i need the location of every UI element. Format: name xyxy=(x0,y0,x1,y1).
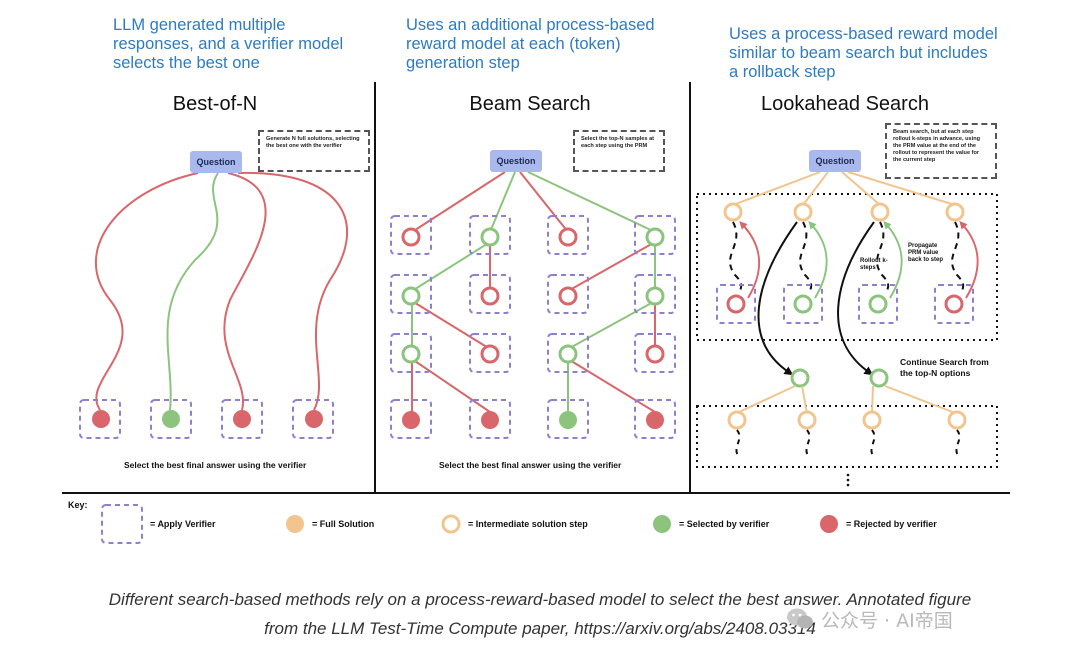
path-rejected xyxy=(95,172,199,411)
lookahead-search-description: Uses a process-based reward model simila… xyxy=(729,25,998,81)
lookahead-side-note: Beam search, but at each step rollout k-… xyxy=(885,123,997,179)
watermark-text: 公众号 · AI帝国 xyxy=(821,610,953,632)
beam-search-verifier-boxes xyxy=(390,215,676,439)
selected-rollout-end xyxy=(793,294,813,314)
key-label-selected: = Selected by verifier xyxy=(679,519,770,529)
continue-search-label: Continue Search from the top-N options xyxy=(900,357,989,378)
continue-region xyxy=(696,405,998,468)
question-node: Question xyxy=(490,150,542,172)
rejected-rollout-end xyxy=(944,294,964,314)
question-node: Question xyxy=(809,150,861,172)
rejected-step xyxy=(558,227,578,247)
rejected-final-answer xyxy=(92,410,110,428)
rejected-final-answer xyxy=(646,411,664,429)
rejected-final-answer xyxy=(402,411,420,429)
verifier-box xyxy=(150,399,192,439)
key-label-text: Intermediate solution step xyxy=(475,519,588,529)
selected-step xyxy=(645,227,665,247)
selected-step xyxy=(645,286,665,306)
best-of-n-description: LLM generated multiple responses, and a … xyxy=(113,16,344,72)
verifier-box xyxy=(292,399,334,439)
rollout-label: Rollout k-steps xyxy=(860,258,888,271)
intermediate-step xyxy=(727,410,747,430)
best-of-n-footer: Select the best final answer using the v… xyxy=(124,460,307,470)
path-rejected xyxy=(237,171,348,411)
path-selected xyxy=(166,172,219,411)
best-of-n-paths xyxy=(95,171,348,411)
key-label-rejected: = Rejected by verifier xyxy=(846,519,937,529)
key-label-text: Apply Verifier xyxy=(157,519,216,529)
selected-step xyxy=(401,344,421,364)
key-label-apply-verifier: = Apply Verifier xyxy=(150,519,216,529)
beam-search-footer: Select the best final answer using the v… xyxy=(439,460,622,470)
intermediate-step xyxy=(945,202,965,222)
key-rejected-swatch xyxy=(820,515,838,533)
key-intermediate-swatch xyxy=(441,514,461,534)
key-label-text: Selected by verifier xyxy=(686,519,770,529)
key-selected-swatch xyxy=(653,515,671,533)
intermediate-step xyxy=(797,410,817,430)
rejected-step xyxy=(645,344,665,364)
wechat-icon xyxy=(787,608,813,629)
verifier-box xyxy=(221,399,263,439)
figure-caption-line-1: Different search-based methods rely on a… xyxy=(108,590,972,609)
beam-search-title: Beam Search xyxy=(469,93,591,115)
beam-search-edges xyxy=(411,171,656,413)
rejected-final-answer xyxy=(233,410,251,428)
selected-rollout-end xyxy=(868,294,888,314)
rejected-final-answer xyxy=(481,411,499,429)
selected-step xyxy=(401,286,421,306)
selected-step xyxy=(869,368,889,388)
selected-step xyxy=(790,368,810,388)
intermediate-step xyxy=(947,410,967,430)
key-label-intermediate: = Intermediate solution step xyxy=(468,519,588,529)
beam-search-step-nodes xyxy=(401,227,665,364)
beam-search-side-note: Select the top-N samples at each step us… xyxy=(573,130,665,172)
key-label-full-solution: = Full Solution xyxy=(312,519,375,529)
rejected-rollout-end xyxy=(726,294,746,314)
figure-caption-line-2: from the LLM Test-Time Compute paper, ht… xyxy=(264,619,816,638)
beam-search-description: Uses an additional process-based reward … xyxy=(406,16,655,72)
key-full-solution-swatch xyxy=(286,515,304,533)
rejected-step xyxy=(480,344,500,364)
verifier-box xyxy=(79,399,121,439)
key-label-text: Full Solution xyxy=(319,519,375,529)
rejected-final-answer xyxy=(305,410,323,428)
best-of-n-side-note: Generate N full solutions, selecting the… xyxy=(258,130,370,172)
best-of-n-title: Best-of-N xyxy=(172,93,258,115)
intermediate-step xyxy=(870,202,890,222)
selected-final-answer xyxy=(162,410,180,428)
propagate-label: Propagate PRM value back to step xyxy=(908,243,944,263)
rejected-step xyxy=(480,286,500,306)
question-node: Question xyxy=(190,151,242,173)
key-label-text: Rejected by verifier xyxy=(853,519,937,529)
key-verifier-swatch xyxy=(101,504,143,544)
best-of-n-verifier-boxes xyxy=(79,399,334,439)
key-title: Key: xyxy=(68,500,88,510)
intermediate-step xyxy=(862,410,882,430)
selected-step xyxy=(558,344,578,364)
rollout-region xyxy=(696,193,998,341)
lookahead-search-title: Lookahead Search xyxy=(761,93,929,115)
path-rejected xyxy=(223,172,267,411)
rejected-step xyxy=(401,227,421,247)
intermediate-step xyxy=(793,202,813,222)
rejected-step xyxy=(558,286,578,306)
intermediate-step xyxy=(723,202,743,222)
selected-step xyxy=(480,227,500,247)
selected-final-answer xyxy=(559,411,577,429)
